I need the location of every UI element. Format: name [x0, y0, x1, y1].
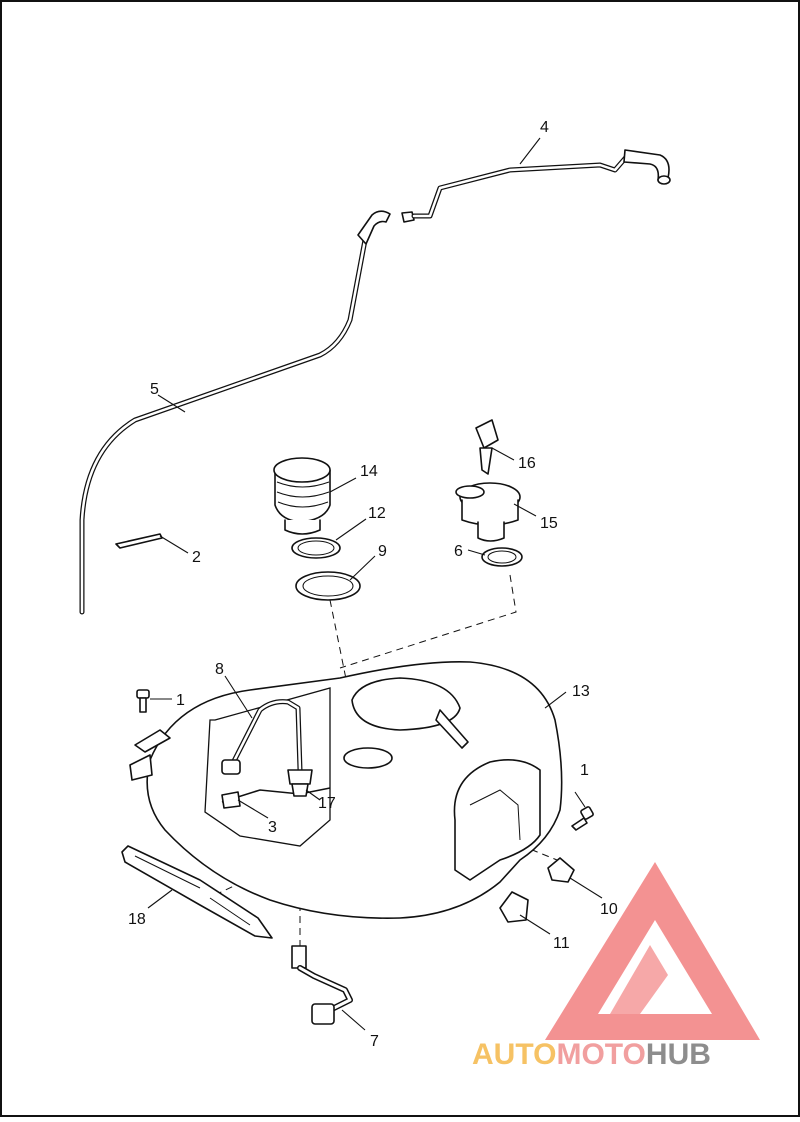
leader-lines — [147, 137, 603, 1031]
callout-18: 18 — [128, 911, 146, 928]
callout-11: 11 — [553, 935, 570, 952]
fuel-line-8 — [221, 699, 313, 797]
callout-4: 4 — [540, 119, 549, 136]
callout-13: 13 — [572, 683, 590, 700]
callout-12: 12 — [368, 505, 386, 522]
callout-7: 7 — [370, 1033, 379, 1050]
watermark-triangle-icon — [545, 862, 760, 1040]
callout-16: 16 — [518, 455, 536, 472]
callout-15: 15 — [540, 515, 558, 532]
bracket-10 — [547, 857, 575, 883]
callout-8: 8 — [215, 661, 224, 678]
watermark-inner-icon — [610, 945, 668, 1014]
callout-1a: 1 — [176, 692, 185, 709]
watermark-text: AUTOMOTOHUB — [472, 1038, 711, 1071]
callout-14: 14 — [360, 463, 378, 480]
callout-2: 2 — [192, 549, 201, 566]
callout-17: 17 — [318, 795, 336, 812]
key-part — [475, 419, 499, 475]
callout-5: 5 — [150, 381, 159, 398]
watermark: AUTOMOTOHUB — [472, 862, 760, 1071]
screw-right — [571, 806, 594, 831]
gasket-9 — [295, 571, 361, 601]
callout-6: 6 — [454, 543, 463, 560]
callouts: 1 1 2 3 4 5 6 7 8 9 10 11 12 13 14 15 16… — [128, 119, 618, 1050]
callout-9: 9 — [378, 543, 387, 560]
bracket-11 — [499, 891, 529, 923]
gas-cap — [455, 482, 521, 542]
callout-1b: 1 — [580, 762, 589, 779]
clip-part — [115, 533, 163, 549]
fuel-line-7 — [291, 945, 353, 1025]
vent-hose — [79, 149, 671, 615]
filler-plug — [273, 457, 331, 535]
callout-10: 10 — [600, 901, 618, 918]
emblem-18 — [121, 845, 273, 939]
callout-3: 3 — [268, 819, 277, 836]
screw-left — [136, 689, 150, 713]
fitting-3 — [221, 791, 241, 809]
